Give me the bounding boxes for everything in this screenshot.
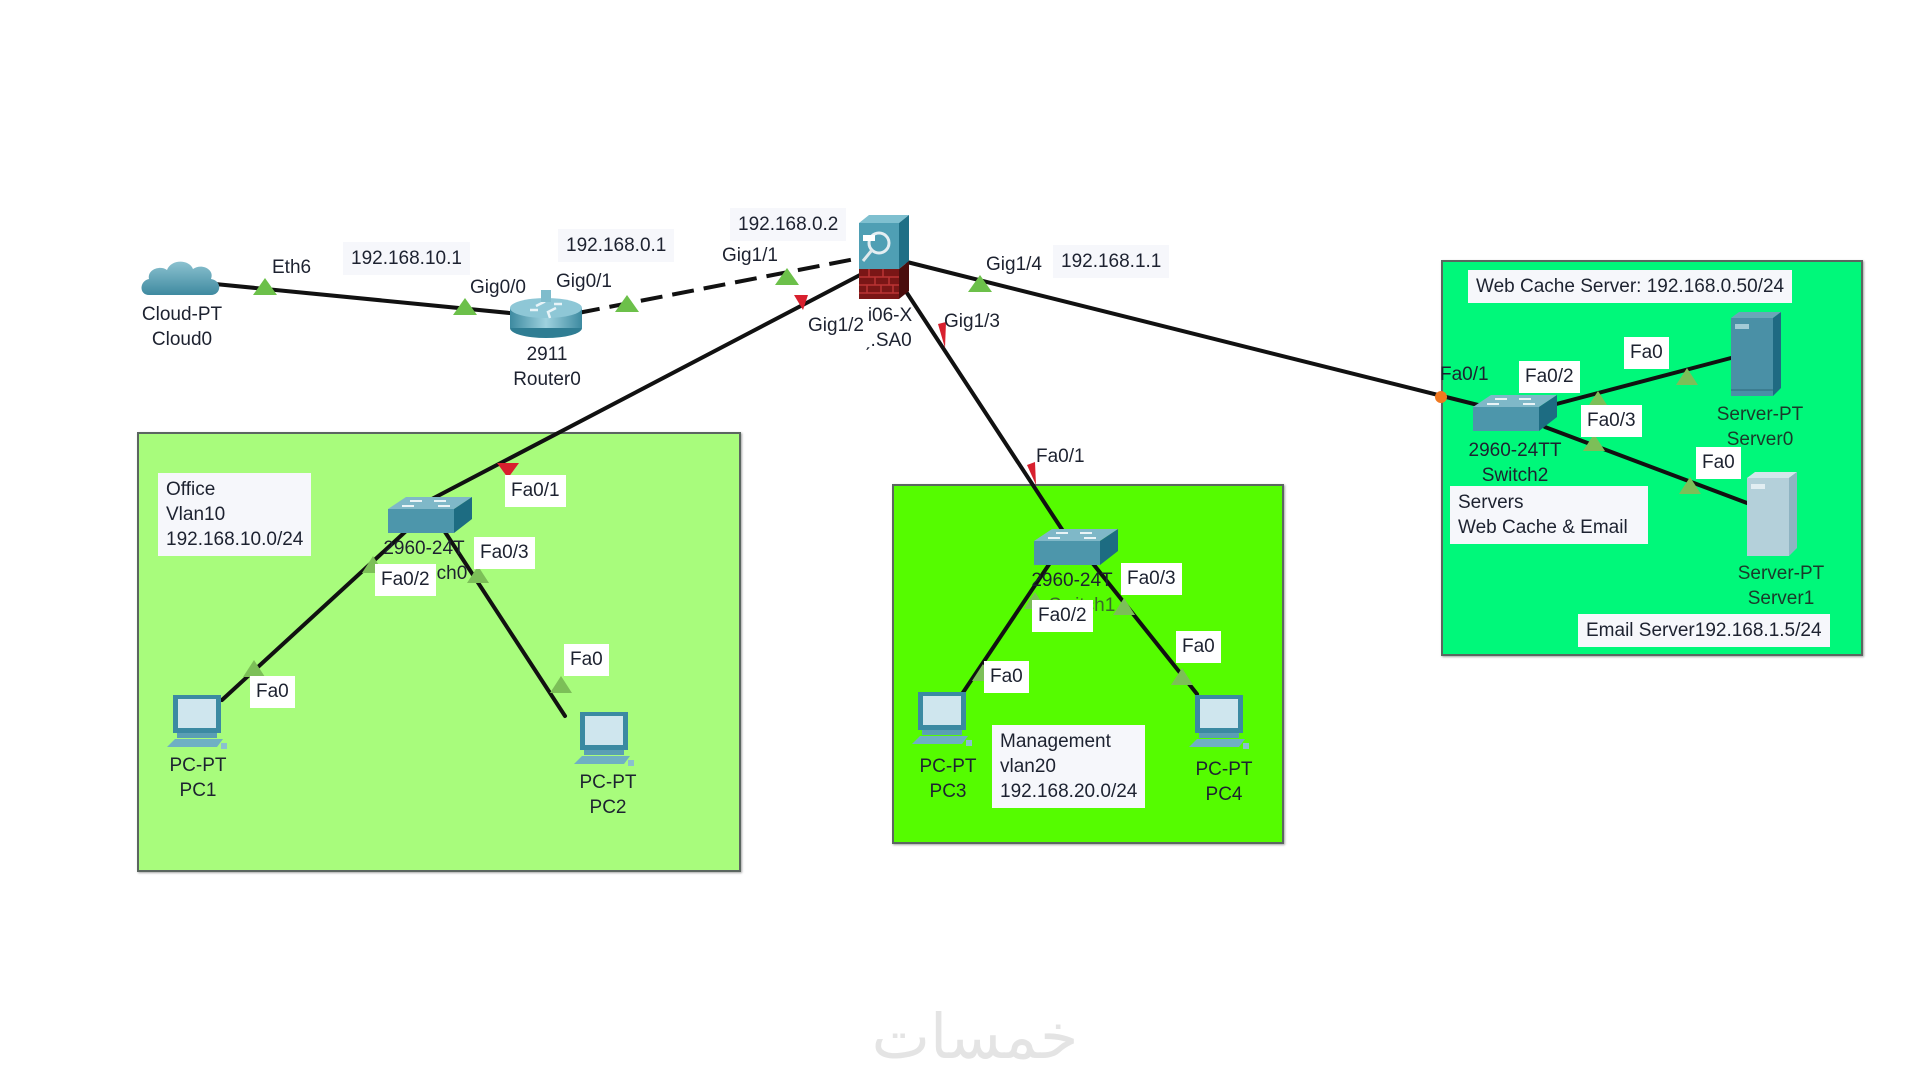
pc4-pc-icon[interactable]: [1185, 693, 1255, 753]
router0-name-label: Router0: [513, 369, 581, 390]
link-up-triangle: [253, 278, 277, 295]
link-pending-dot: [1435, 391, 1447, 403]
server1-model-label: Server-PT: [1737, 563, 1825, 584]
port-label-sw0-fa01: Fa0/1: [505, 475, 566, 507]
pc1-pc-icon[interactable]: [163, 693, 233, 753]
link-up-triangle: [1587, 391, 1609, 408]
server0-name-label: Server0: [1726, 429, 1794, 450]
office-area-note: Office Vlan10 192.168.10.0/24: [158, 473, 312, 556]
link-up-triangle: [1679, 477, 1701, 494]
link-up-triangle: [1113, 598, 1135, 615]
pc3-pc-icon[interactable]: [908, 690, 978, 750]
link-up-triangle: [1676, 368, 1698, 385]
ip-label-router-gig01: 192.168.0.1: [558, 229, 675, 262]
asa0-model-label: i06-X: [867, 305, 913, 326]
pc2-model-label: PC-PT: [579, 772, 637, 793]
link-up-triangle: [1171, 668, 1193, 685]
web-cache-server-note: Web Cache Server: 192.168.0.50/24: [1468, 270, 1793, 303]
ip-label-asa-gig11: 192.168.0.2: [730, 208, 847, 241]
cable-switch2-server0[interactable]: [1543, 356, 1733, 409]
port-label-sw1-fa02: Fa0/2: [1032, 600, 1093, 632]
link-down-triangle: [938, 322, 946, 348]
port-label-sw1-fa01: Fa0/1: [1036, 446, 1085, 467]
link-up-triangle: [467, 566, 489, 583]
email-server-note: Email Server192.168.1.5/24: [1578, 614, 1830, 647]
ip-label-router-gig00: 192.168.10.1: [343, 242, 470, 275]
cloud-icon[interactable]: [139, 255, 223, 301]
port-label-asa-gig12: Gig1/2: [808, 315, 864, 336]
link-down-triangle: [794, 295, 808, 310]
switch0-name-label: ch0: [436, 563, 468, 584]
ip-label-asa-gig14: 192.168.1.1: [1053, 245, 1170, 278]
cable-asa-switch2[interactable]: [905, 260, 1492, 410]
pc3-model-label: PC-PT: [919, 756, 977, 777]
link-down-triangle: [497, 463, 519, 478]
port-label-asa-gig11: Gig1/1: [722, 245, 778, 266]
link-down-triangle: [1027, 462, 1036, 485]
cable-switch1-pc3[interactable]: [960, 558, 1054, 696]
link-up-triangle: [615, 295, 639, 312]
switch1-model-label: 2960-24T: [1031, 570, 1113, 591]
server1-name-label: Server1: [1747, 588, 1815, 609]
port-label-sw2-fa01: Fa0/1: [1440, 364, 1489, 385]
server1-server-icon[interactable]: [1745, 470, 1801, 560]
management-area-note: Management vlan20 192.168.20.0/24: [992, 725, 1146, 808]
router-icon[interactable]: [508, 290, 584, 340]
port-label-router-gig01: Gig0/1: [556, 271, 612, 292]
link-up-triangle: [775, 268, 799, 285]
port-label-sw0-fa03: Fa0/3: [474, 537, 535, 569]
port-label-sw0-fa02: Fa0/2: [375, 564, 436, 596]
pc2-name-label: PC2: [589, 797, 627, 818]
port-label-sw2-fa02: Fa0/2: [1519, 361, 1580, 393]
port-label-server1-fa0: Fa0: [1696, 447, 1741, 479]
router0-model-label: 2911: [526, 344, 568, 365]
switch0-model-label: 2960-24T: [383, 538, 465, 559]
servers-area-note: Servers Web Cache & Email: [1450, 486, 1648, 544]
pc3-name-label: PC3: [929, 781, 967, 802]
cloud0-model-label: Cloud-PT: [141, 304, 223, 325]
cable-switch1-pc4[interactable]: [1088, 558, 1199, 696]
asa0-name-label: ˏ.SA0: [864, 330, 912, 351]
servers-area: [1441, 260, 1863, 656]
cloud0-name-label: Cloud0: [151, 329, 213, 350]
port-label-cloud-eth6: Eth6: [272, 257, 312, 278]
link-up-triangle: [453, 298, 477, 315]
switch2-switch-icon[interactable]: [1473, 393, 1557, 433]
switch2-model-label: 2960-24TT: [1468, 440, 1562, 461]
port-label-router-gig00: Gig0/0: [470, 277, 526, 298]
link-up-triangle: [1583, 434, 1605, 451]
port-label-pc2-fa0: Fa0: [564, 644, 609, 676]
port-label-asa-gig14: Gig1/4: [986, 254, 1042, 275]
server0-server-icon[interactable]: [1729, 310, 1785, 400]
cable-asa-switch0[interactable]: [428, 273, 862, 502]
cable-switch0-pc2[interactable]: [443, 530, 567, 718]
firewall-icon[interactable]: [855, 213, 911, 303]
cable-asa-switch1[interactable]: [903, 288, 1067, 536]
switch1-switch-icon[interactable]: [1034, 527, 1118, 567]
pc4-name-label: PC4: [1205, 784, 1243, 805]
link-up-triangle: [968, 275, 992, 292]
port-label-sw2-fa03: Fa0/3: [1581, 405, 1642, 437]
port-label-pc3-fa0: Fa0: [984, 661, 1029, 693]
switch2-name-label: Switch2: [1481, 465, 1549, 486]
port-label-server0-fa0: Fa0: [1624, 337, 1669, 369]
link-up-triangle: [243, 660, 265, 677]
port-label-sw1-fa03: Fa0/3: [1121, 563, 1182, 595]
watermark-logo: خمسات: [871, 1000, 1079, 1073]
port-label-pc1-fa0: Fa0: [250, 676, 295, 708]
pc1-model-label: PC-PT: [169, 755, 227, 776]
server0-model-label: Server-PT: [1716, 404, 1804, 425]
pc4-model-label: PC-PT: [1195, 759, 1253, 780]
port-label-pc4-fa0: Fa0: [1176, 631, 1221, 663]
cable-switch2-server1[interactable]: [1543, 425, 1749, 505]
pc1-name-label: PC1: [179, 780, 217, 801]
link-up-triangle: [550, 676, 572, 693]
pc2-pc-icon[interactable]: [570, 710, 640, 770]
link-status-markers: [243, 268, 1701, 693]
port-label-asa-gig13: Gig1/3: [944, 311, 1000, 332]
switch0-switch-icon[interactable]: [388, 495, 472, 535]
